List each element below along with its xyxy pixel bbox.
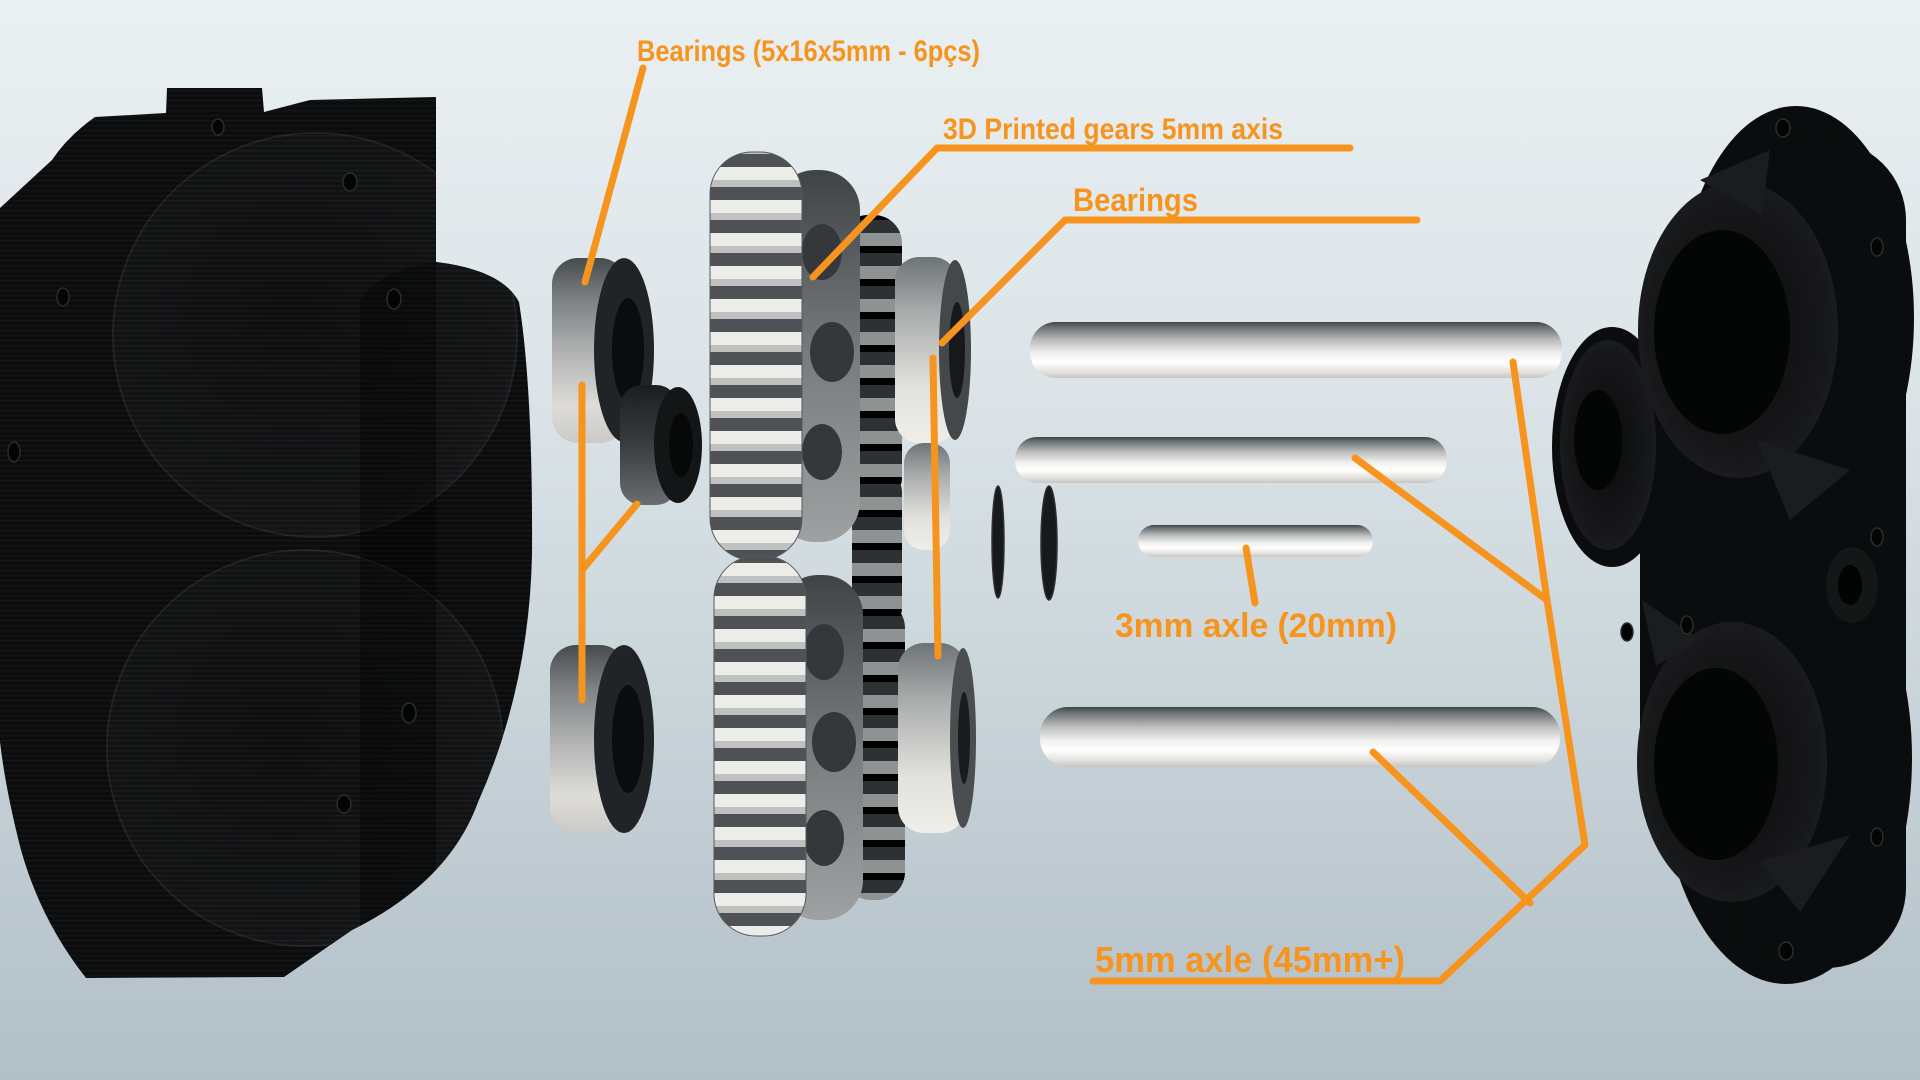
housing-face-shadow — [284, 97, 436, 977]
bearing-column-right — [895, 257, 976, 833]
axles — [1015, 322, 1562, 767]
gear-top-teeth — [709, 151, 803, 561]
bore-middle — [1574, 390, 1622, 490]
leader-axle-5mm — [1089, 358, 1589, 985]
leader-lines — [578, 64, 1589, 985]
back-gear-middle — [852, 470, 902, 630]
axle-3mm — [1138, 525, 1373, 557]
bore-top — [1654, 230, 1790, 434]
label-bearings-top: Bearings (5x16x5mm - 6pçs) — [637, 35, 980, 68]
end-plate-bores — [1574, 230, 1862, 860]
bearing-left-bottom — [550, 645, 654, 833]
right-end-plate — [1552, 106, 1914, 984]
bearing-right-bottom — [898, 643, 976, 833]
end-plate-screw-holes — [1620, 118, 1884, 961]
gear-bottom-teeth — [713, 555, 807, 937]
label-bearings-right: Bearings — [1073, 182, 1198, 218]
axle-5mm-bottom — [1040, 707, 1560, 767]
leader-axle-3mm — [1242, 544, 1259, 607]
leader-bearings-right — [929, 216, 1421, 660]
label-axle-5mm: 5mm axle (45mm+) — [1095, 939, 1405, 980]
housing-screw-holes — [7, 118, 417, 814]
label-axle-3mm: 3mm axle (20mm) — [1115, 607, 1397, 645]
axle-5mm-top — [1030, 322, 1562, 378]
gear-bottom-lightening-holes — [804, 624, 856, 866]
gear-top-lightening-holes — [802, 224, 854, 480]
bearing-column-left — [550, 258, 702, 833]
gear-stack — [709, 151, 905, 937]
shim-washers — [991, 485, 1058, 601]
bore-bottom — [1654, 668, 1778, 860]
label-printed-gears: 3D Printed gears 5mm axis — [943, 113, 1283, 146]
axle-5mm-middle — [1015, 437, 1447, 483]
bearing-left-middle — [620, 385, 702, 505]
leader-printed-gears — [809, 144, 1354, 281]
bore-hub — [1838, 565, 1862, 605]
washer-left — [991, 485, 1005, 599]
leader-bearings-top — [578, 64, 647, 704]
annotation-labels: Bearings (5x16x5mm - 6pçs) 3D Printed ge… — [637, 35, 1405, 980]
washer-right — [1040, 485, 1058, 601]
end-plate-ribs — [1642, 150, 1850, 912]
bearing-right-middle — [904, 443, 950, 550]
